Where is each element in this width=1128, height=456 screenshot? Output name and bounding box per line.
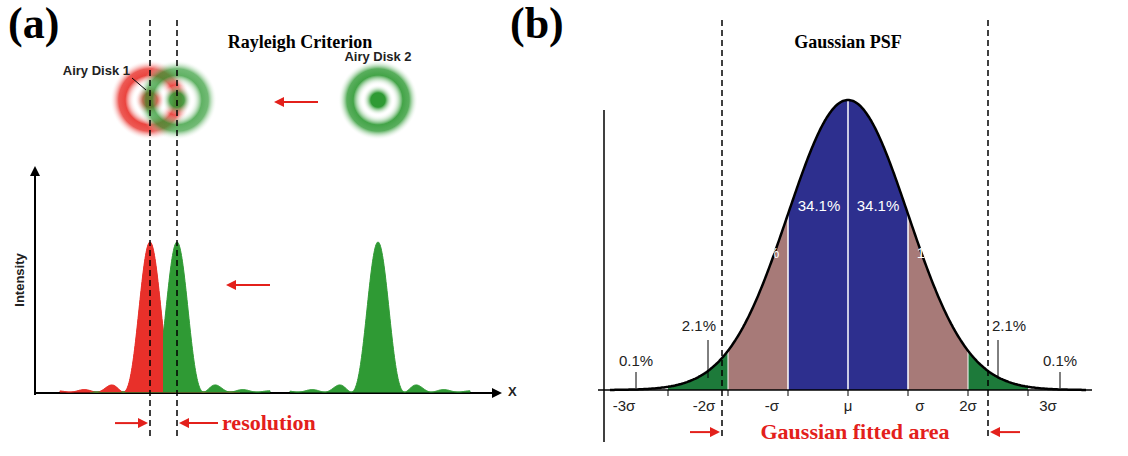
percentage: 0.1% — [1043, 353, 1077, 370]
pointer-arrow — [228, 284, 270, 286]
airy-disk-green — [338, 60, 418, 140]
dashed-line — [721, 20, 723, 440]
panel-label: (a) — [8, 0, 59, 48]
axis — [603, 110, 605, 442]
leader-line — [636, 372, 637, 388]
axis-tick — [848, 390, 849, 396]
panel-title: Gaussian PSF — [794, 33, 902, 53]
axis-tick-label: 3σ — [1039, 398, 1057, 415]
resolution-arrow — [181, 422, 218, 424]
dashed-line — [176, 20, 178, 440]
percentage: 2.1% — [992, 318, 1026, 335]
fitted-area-label: Gaussian fitted area — [760, 420, 949, 444]
gaussian-curve — [610, 100, 1086, 390]
leader-line — [998, 340, 999, 378]
percentage: 13.6% — [917, 245, 960, 262]
axis — [598, 389, 1092, 391]
percentage: 34.1% — [798, 198, 841, 215]
band-divider — [907, 215, 909, 390]
percentage: 0.1% — [619, 353, 653, 370]
leader-line — [708, 340, 709, 378]
axis — [34, 168, 36, 395]
axis-tick — [1028, 390, 1029, 396]
percentage: 13.6% — [737, 245, 780, 262]
axis-tick — [728, 390, 729, 396]
band-divider — [787, 215, 789, 390]
band-divider — [847, 101, 849, 390]
intensity-peak-green — [290, 242, 470, 392]
axis-label: Intensity — [13, 253, 27, 306]
percentage: 2.1% — [682, 318, 716, 335]
fitted-area-arrow — [992, 431, 1020, 433]
resolution-label: resolution — [222, 411, 316, 435]
leader-line — [132, 78, 146, 90]
intensity-peak-green — [90, 242, 270, 392]
intensity-peak-red — [60, 242, 163, 392]
pointer-arrow — [276, 101, 318, 103]
dashed-line — [149, 20, 151, 440]
disk-label: Airy Disk 1 — [63, 64, 130, 78]
axis-tick-label: 2σ — [959, 398, 977, 415]
leader-line — [1060, 372, 1061, 388]
axis-tick-label: μ — [844, 398, 853, 415]
axis-tick-label: -σ — [765, 398, 779, 415]
axis-tick-label: σ — [915, 398, 924, 415]
axis-tick-label: -3σ — [613, 398, 636, 415]
disk-label: Airy Disk 2 — [344, 50, 411, 64]
axis-tick — [788, 390, 789, 396]
dashed-line — [987, 20, 989, 440]
panel-label: (b) — [510, 0, 564, 48]
axis-label: X — [508, 385, 517, 399]
band-divider — [968, 352, 969, 390]
fitted-area-arrow — [690, 431, 718, 433]
axis-tick — [908, 390, 909, 396]
axis-tick-label: -2σ — [693, 398, 716, 415]
resolution-arrow — [115, 422, 146, 424]
axis-tick — [668, 390, 669, 396]
distribution-band — [788, 100, 908, 390]
axis-tick — [968, 390, 969, 396]
percentage: 34.1% — [857, 198, 900, 215]
band-divider — [728, 352, 729, 390]
